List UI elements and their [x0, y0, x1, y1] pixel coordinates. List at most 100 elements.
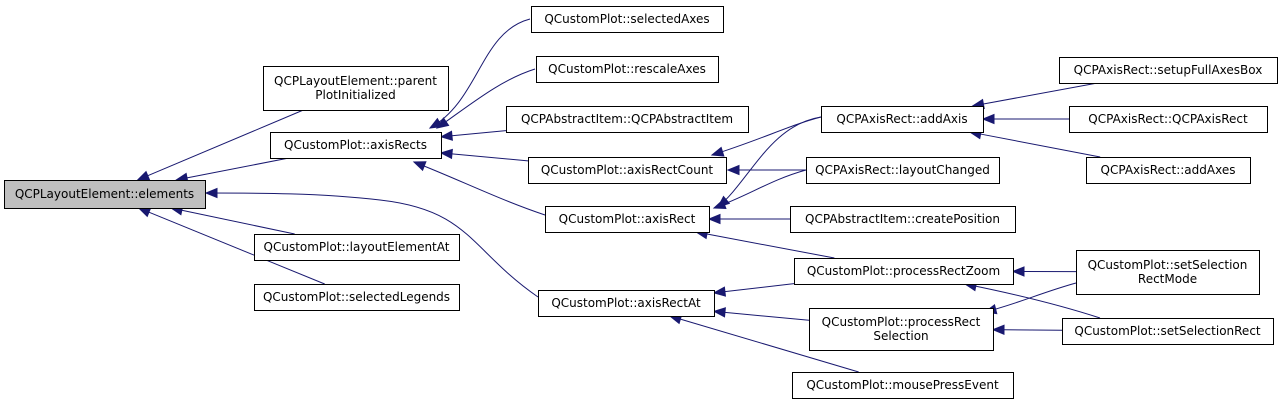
edge-n17-n11 [983, 82, 1098, 105]
node-label: RectMode [1138, 272, 1197, 286]
arrowhead-n7-n2 [439, 130, 453, 141]
node-label: QCustomPlot::processRect [822, 315, 981, 329]
node-box[interactable] [536, 56, 719, 83]
arrowhead-n6-n2 [435, 117, 450, 129]
node-n18[interactable]: QCPAxisRect::QCPAxisRect [1069, 106, 1268, 133]
node-label: QCPAbstractItem::QCPAbstractItem [521, 112, 733, 126]
edge-n16-n10 [680, 318, 859, 373]
node-label: QCustomPlot::axisRects [284, 138, 427, 152]
node-box[interactable] [821, 106, 984, 133]
node-label: QCustomPlot::mousePressEvent [806, 378, 999, 392]
arrowhead-n18-n11 [981, 113, 995, 125]
node-box[interactable] [792, 372, 1014, 399]
arrowhead-n12-n8 [726, 164, 740, 176]
edge-n20-n15 [984, 282, 1077, 313]
node-box[interactable] [254, 234, 460, 261]
edge-n5-n2 [429, 18, 531, 129]
node-n5[interactable]: QCustomPlot::selectedAxes [531, 6, 724, 33]
edge-n19-n11 [980, 133, 1101, 158]
node-box[interactable] [270, 132, 442, 159]
node-box[interactable] [1086, 157, 1251, 184]
node-box[interactable] [794, 258, 1014, 285]
node-n17[interactable]: QCPAxisRect::setupFullAxesBox [1059, 57, 1278, 84]
node-box[interactable] [254, 284, 460, 311]
edge-n14-n10 [724, 283, 795, 293]
node-box[interactable] [4, 180, 206, 209]
node-label: QCustomPlot::axisRect [559, 212, 696, 226]
node-n19[interactable]: QCPAxisRect::addAxes [1086, 157, 1251, 184]
node-label: Selection [873, 329, 928, 343]
node-n21[interactable]: QCustomPlot::setSelectionRect [1062, 318, 1274, 345]
node-label: QCPAxisRect::addAxis [836, 112, 967, 126]
node-n9[interactable]: QCustomPlot::axisRect [545, 206, 710, 233]
node-n8[interactable]: QCustomPlot::axisRectCount [528, 157, 727, 184]
edge-n2-n0 [186, 157, 290, 179]
node-n7[interactable]: QCPAbstractItem::QCPAbstractItem [506, 106, 749, 133]
node-box[interactable] [545, 206, 710, 233]
node-box[interactable] [506, 106, 749, 133]
node-box[interactable] [806, 157, 1000, 184]
node-label: QCustomPlot::axisRectAt [551, 296, 701, 310]
arrowhead-n9-n2 [412, 161, 427, 172]
edge-n21-n14 [964, 283, 1101, 319]
node-n10[interactable]: QCustomPlot::axisRectAt [538, 290, 715, 317]
arrowhead-n10-n0 [204, 187, 218, 199]
node-box[interactable] [809, 308, 994, 351]
node-box[interactable] [1059, 57, 1278, 84]
arrowhead-n8-n2 [439, 148, 453, 160]
edge-n4-n0 [148, 211, 325, 285]
edges-layer [136, 18, 1101, 373]
arrowhead-n12-n9 [712, 199, 727, 210]
node-box[interactable] [263, 66, 449, 111]
node-n6[interactable]: QCustomPlot::rescaleAxes [536, 56, 719, 83]
edge-n15-n10 [724, 311, 810, 321]
node-box[interactable] [1062, 318, 1274, 345]
node-label: QCustomPlot::selectedLegends [263, 290, 450, 304]
node-label: QCustomPlot::processRectZoom [807, 264, 1000, 278]
node-label: QCustomPlot::layoutElementAt [264, 240, 450, 254]
node-n13[interactable]: QCPAbstractItem::createPosition [790, 206, 1016, 233]
node-n3[interactable]: QCustomPlot::layoutElementAt [254, 234, 460, 261]
node-label: QCPLayoutElement::parent [274, 74, 437, 88]
node-label: QCPAxisRect::addAxes [1101, 163, 1236, 177]
edge-n12-n9 [713, 169, 807, 209]
edge-n1-n0 [147, 109, 304, 177]
node-box[interactable] [538, 290, 715, 317]
edge-n11-n9 [717, 116, 822, 208]
arrowhead-n13-n9 [707, 213, 721, 225]
node-box[interactable] [531, 6, 724, 33]
node-label: QCPAxisRect::QCPAxisRect [1088, 112, 1248, 126]
edge-n9-n2 [413, 161, 546, 216]
arrowhead-n20-n14 [1011, 266, 1025, 277]
node-box[interactable] [790, 206, 1016, 233]
node-n2[interactable]: QCustomPlot::axisRects [270, 132, 442, 159]
nodes-layer: QCPLayoutElement::elements QCPLayoutEleme… [4, 6, 1278, 399]
node-label: PlotInitialized [315, 88, 395, 102]
arrowhead-n15-n10 [712, 307, 726, 318]
edge-n14-n9 [706, 233, 835, 259]
node-box[interactable] [1076, 250, 1260, 295]
arrowhead-n4-n0 [137, 207, 152, 218]
node-n4[interactable]: QCustomPlot::selectedLegends [254, 284, 460, 311]
node-box[interactable] [528, 157, 727, 184]
node-n0[interactable]: QCPLayoutElement::elements [4, 180, 206, 209]
node-n12[interactable]: QCPAxisRect::layoutChanged [806, 157, 1000, 184]
node-n16[interactable]: QCustomPlot::mousePressEvent [792, 372, 1014, 399]
node-label: QCustomPlot::setSelection [1088, 258, 1248, 272]
arrowhead-n14-n10 [712, 286, 727, 297]
node-n11[interactable]: QCPAxisRect::addAxis [821, 106, 984, 133]
node-n14[interactable]: QCustomPlot::processRectZoom [794, 258, 1014, 285]
edge-n11-n8 [711, 116, 822, 156]
node-label: QCPAbstractItem::createPosition [805, 212, 1000, 226]
node-label: QCustomPlot::setSelectionRect [1074, 324, 1261, 338]
edge-n10-n0 [205, 192, 539, 298]
node-label: QCustomPlot::rescaleAxes [548, 62, 706, 76]
arrowhead-n11-n8 [710, 146, 725, 157]
edge-n3-n0 [181, 209, 295, 235]
node-box[interactable] [1069, 106, 1268, 133]
node-label: QCPAxisRect::layoutChanged [815, 163, 990, 177]
